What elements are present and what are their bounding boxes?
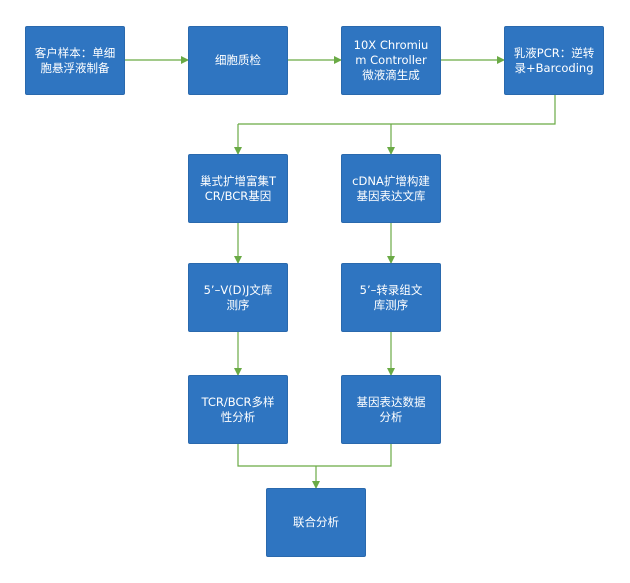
node-joint-analysis-label: 联合分析 <box>293 515 339 529</box>
node-rt-barcoding: 乳液PCR：逆转录+Barcoding <box>504 26 604 95</box>
node-sample-prep: 客户样本：单细胞悬浮液制备 <box>25 26 125 95</box>
node-vdj-sequencing: 5’–V(D)J文库测序 <box>188 263 288 332</box>
node-cell-qc-label: 细胞质检 <box>215 53 261 67</box>
node-rt-barcoding-label: 乳液PCR：逆转录+Barcoding <box>513 45 595 75</box>
node-cdna-library: cDNA扩增构建基因表达文库 <box>341 154 441 223</box>
edge-merge-line <box>237 444 392 467</box>
edge-rt-branch-line <box>238 95 556 125</box>
node-chromium-droplet-label: 10X Chromium Controller 微液滴生成 <box>353 38 429 82</box>
node-transcriptome-sequencing-label: 5’–转录组文库测序 <box>359 282 423 312</box>
node-tcr-bcr-amplification-label: 巢式扩增富集TCR/BCR基因 <box>199 173 277 203</box>
node-cdna-library-label: cDNA扩增构建基因表达文库 <box>352 173 430 203</box>
node-chromium-droplet: 10X Chromium Controller 微液滴生成 <box>341 26 441 95</box>
node-tcr-bcr-diversity-label: TCR/BCR多样性分析 <box>201 394 275 424</box>
node-gene-expression-analysis-label: 基因表达数据分析 <box>356 394 426 424</box>
node-tcr-bcr-diversity: TCR/BCR多样性分析 <box>188 375 288 444</box>
node-joint-analysis: 联合分析 <box>266 488 366 557</box>
node-vdj-sequencing-label: 5’–V(D)J文库测序 <box>203 282 273 312</box>
node-cell-qc: 细胞质检 <box>188 26 288 95</box>
node-sample-prep-label: 客户样本：单细胞悬浮液制备 <box>34 45 116 75</box>
node-transcriptome-sequencing: 5’–转录组文库测序 <box>341 263 441 332</box>
node-gene-expression-analysis: 基因表达数据分析 <box>341 375 441 444</box>
node-tcr-bcr-amplification: 巢式扩增富集TCR/BCR基因 <box>188 154 288 223</box>
